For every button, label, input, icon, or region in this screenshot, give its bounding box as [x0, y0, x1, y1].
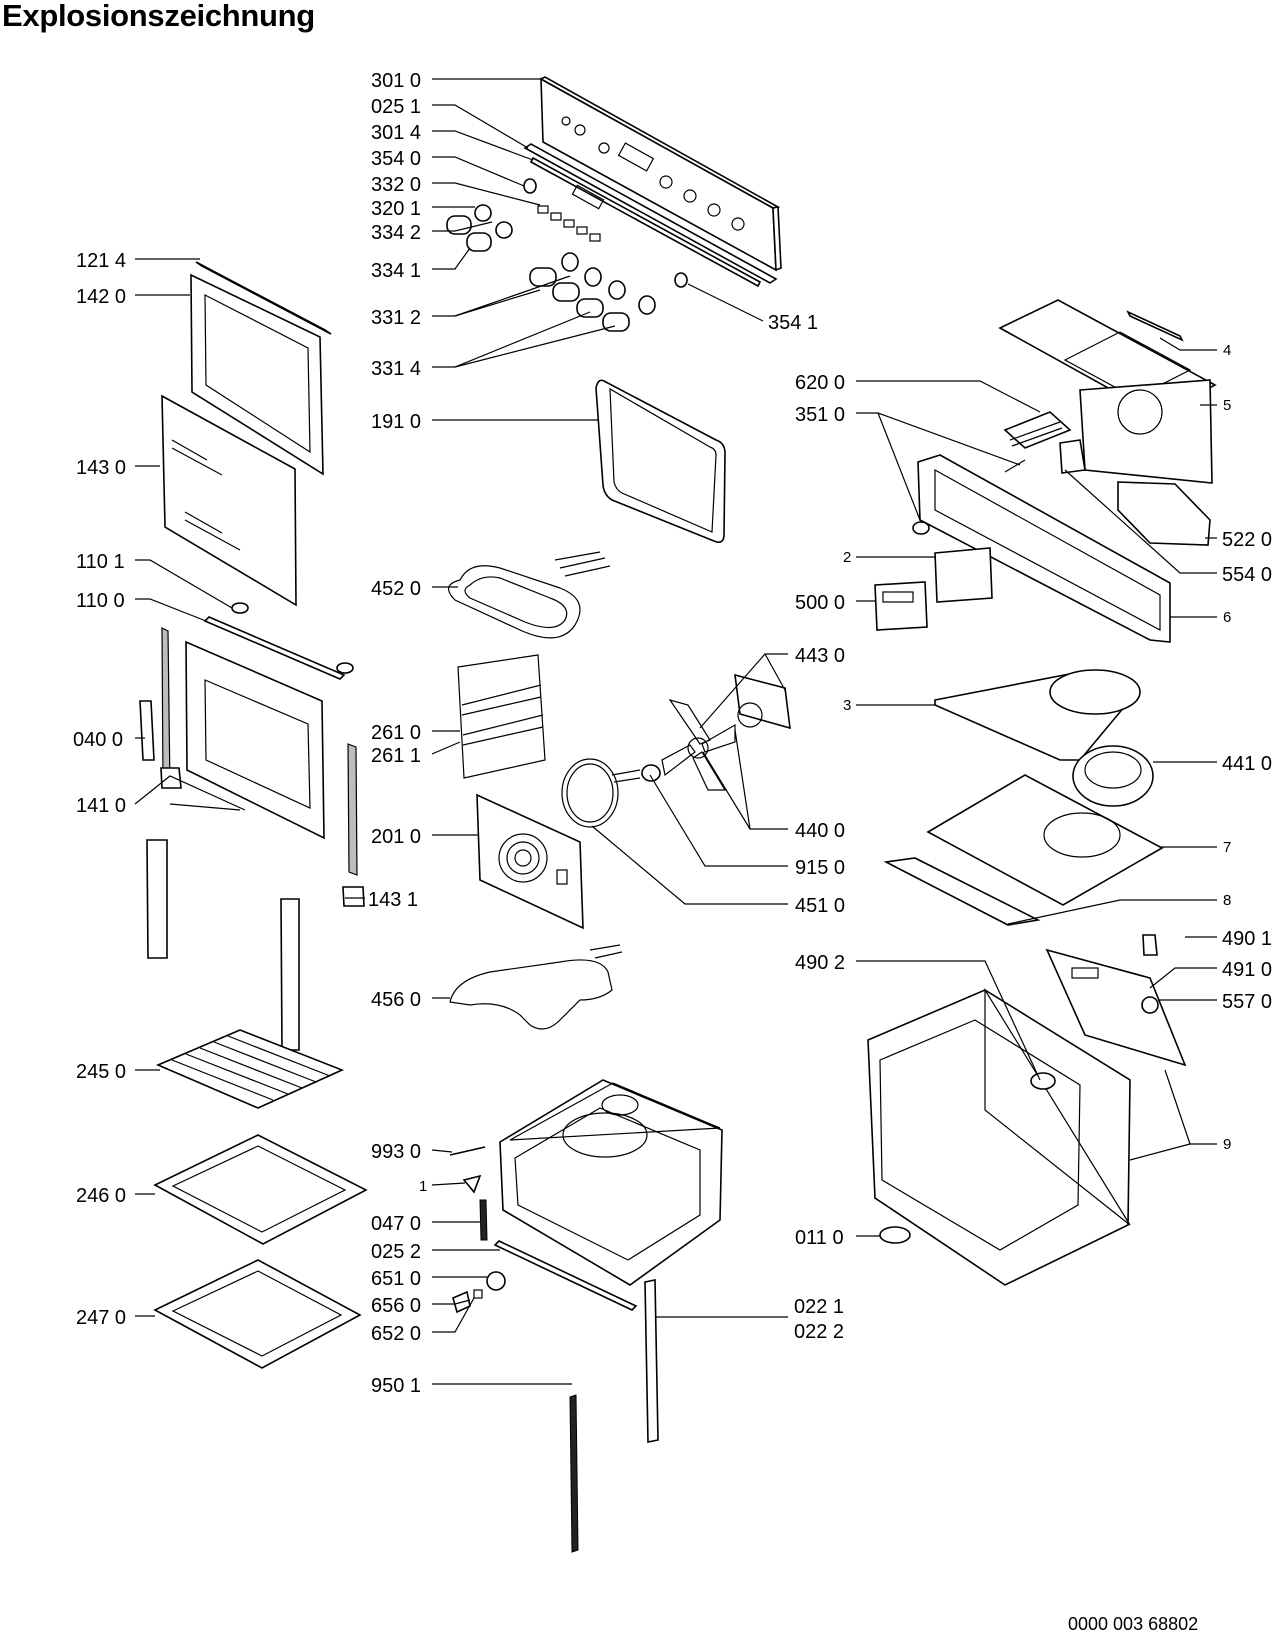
- callout-labels: 301 0 025 1 301 4 354 0 332 0 320 1 334 …: [73, 70, 1272, 1397]
- callout-label: 261 0: [371, 722, 421, 744]
- fan-motor-part: [641, 673, 791, 791]
- callout-label: 011 0: [795, 1227, 844, 1249]
- callout-label: 651 0: [371, 1268, 421, 1290]
- callout-label: 5: [1223, 397, 1231, 414]
- callout-label: 301 0: [371, 70, 421, 92]
- fan-shroud-part: [934, 669, 1154, 807]
- rear-wall-part: [1045, 934, 1187, 1067]
- knobs-part: [446, 178, 688, 332]
- document-number: 0000 003 68802: [1068, 1614, 1199, 1634]
- housing-part: [867, 987, 1131, 1286]
- callout-label: 2: [843, 549, 851, 566]
- door-seal-part: [595, 379, 726, 543]
- top-heater-part: [448, 551, 611, 639]
- callout-label: 522 0: [1222, 529, 1272, 551]
- callout-label: 245 0: [76, 1061, 126, 1083]
- callout-label: 451 0: [795, 895, 845, 917]
- ring-heater-part: [561, 758, 641, 828]
- callout-label: 121 4: [76, 250, 126, 272]
- callout-label: 656 0: [371, 1295, 421, 1317]
- callout-label: 652 0: [371, 1323, 421, 1345]
- callout-label: 261 1: [371, 745, 421, 767]
- callout-label: 143 1: [368, 889, 418, 911]
- fan-cover-part: [476, 793, 584, 930]
- callout-label: 8: [1223, 892, 1231, 909]
- trim-strip-part: [523, 143, 778, 288]
- relay-board-part: [1117, 481, 1211, 546]
- shelf-support-part: [457, 654, 546, 779]
- callout-label: 1: [419, 1178, 427, 1195]
- callout-label: 141 0: [76, 795, 126, 817]
- callout-label: 915 0: [795, 857, 845, 879]
- callout-label: 143 0: [76, 457, 126, 479]
- callout-label: 025 1: [371, 96, 421, 118]
- callout-label: 557 0: [1222, 991, 1272, 1013]
- small-parts-part: [449, 1146, 659, 1553]
- callout-label: 490 2: [795, 952, 845, 974]
- callout-label: 490 1: [1222, 928, 1272, 950]
- bottom-heater-part: [449, 944, 623, 1030]
- callout-label: 441 0: [1222, 753, 1272, 775]
- callout-label: 201 0: [371, 826, 421, 848]
- callout-label: 334 2: [371, 222, 421, 244]
- callout-label: 334 1: [371, 260, 421, 282]
- callout-label: 047 0: [371, 1213, 421, 1235]
- baking-tray-part: [153, 1134, 368, 1245]
- callout-label: 993 0: [371, 1141, 421, 1163]
- callout-label: 950 1: [371, 1375, 421, 1397]
- control-module-part: [1003, 411, 1072, 449]
- callout-label: 7: [1223, 839, 1231, 856]
- callout-label: 142 0: [76, 286, 126, 308]
- callout-label: 554 0: [1222, 564, 1272, 586]
- top-cover-part: [998, 299, 1217, 484]
- callout-label: 452 0: [371, 578, 421, 600]
- control-panel-part: [539, 76, 782, 272]
- callout-label: 6: [1223, 609, 1231, 626]
- oven-cavity-part: [493, 1079, 723, 1311]
- callout-label: 3: [843, 697, 851, 714]
- callout-label: 301 4: [371, 122, 421, 144]
- callout-label: 247 0: [76, 1307, 126, 1329]
- callout-label: 491 0: [1222, 959, 1272, 981]
- callout-label: 456 0: [371, 989, 421, 1011]
- callout-label: 354 0: [371, 148, 421, 170]
- callout-label: 440 0: [795, 820, 845, 842]
- wire-rack-part: [155, 1029, 345, 1109]
- callout-label: 500 0: [795, 592, 845, 614]
- callout-label: 620 0: [795, 372, 845, 394]
- callout-label: 320 1: [371, 198, 421, 220]
- callout-label: 110 1: [76, 551, 125, 573]
- callout-label: 025 2: [371, 1241, 421, 1263]
- page-title: Explosionszeichnung: [2, 0, 315, 33]
- callout-label: 246 0: [76, 1185, 126, 1207]
- callout-label: 351 0: [795, 404, 845, 426]
- callout-label: 9: [1223, 1136, 1231, 1153]
- callout-label: 331 2: [371, 307, 421, 329]
- drip-pan-part: [153, 1259, 362, 1369]
- leader-lines: [134, 78, 1217, 1385]
- callout-label: 354 1: [768, 312, 818, 334]
- callout-label: 040 0: [73, 729, 123, 751]
- callout-label: 331 4: [371, 358, 421, 380]
- callout-label: 332 0: [371, 174, 421, 196]
- cover-plate-part: [883, 774, 1164, 926]
- callout-label: 022 2: [794, 1321, 844, 1343]
- callout-label: 110 0: [76, 590, 125, 612]
- callout-label: 4: [1223, 342, 1231, 359]
- timer-part: [874, 547, 993, 631]
- callout-label: 022 1: [794, 1296, 844, 1318]
- door-part: [139, 261, 365, 1051]
- callout-label: 443 0: [795, 645, 845, 667]
- callout-label: 191 0: [371, 411, 421, 433]
